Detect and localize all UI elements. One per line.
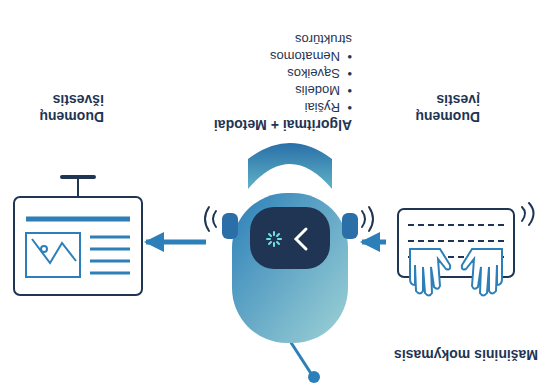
bullet-item: Sąveikos	[210, 65, 360, 82]
stage-node: Algoritmai + MetodaiRyšiaiModelisSąveiko…	[210, 31, 360, 369]
node-heading: Duomenų išvestis	[34, 91, 144, 125]
monitor	[14, 177, 142, 295]
node-heading: Duomenų įvestis	[410, 91, 520, 125]
bullet-item: Nematomos struktūros	[210, 31, 360, 65]
title: Mašininis mokymasis	[394, 347, 538, 363]
hands	[410, 249, 502, 296]
robot	[222, 143, 358, 383]
node-heading: Algoritmai + Metodai	[210, 116, 360, 133]
flow-arrow	[362, 240, 386, 245]
flow-arrow	[146, 240, 206, 245]
stage-node: Duomenų įvestis	[390, 91, 520, 309]
bullet-item: Modelis	[210, 82, 360, 99]
stage-node: Duomenų išvestis	[10, 91, 144, 309]
bullet-item: Ryšiai	[210, 99, 360, 116]
